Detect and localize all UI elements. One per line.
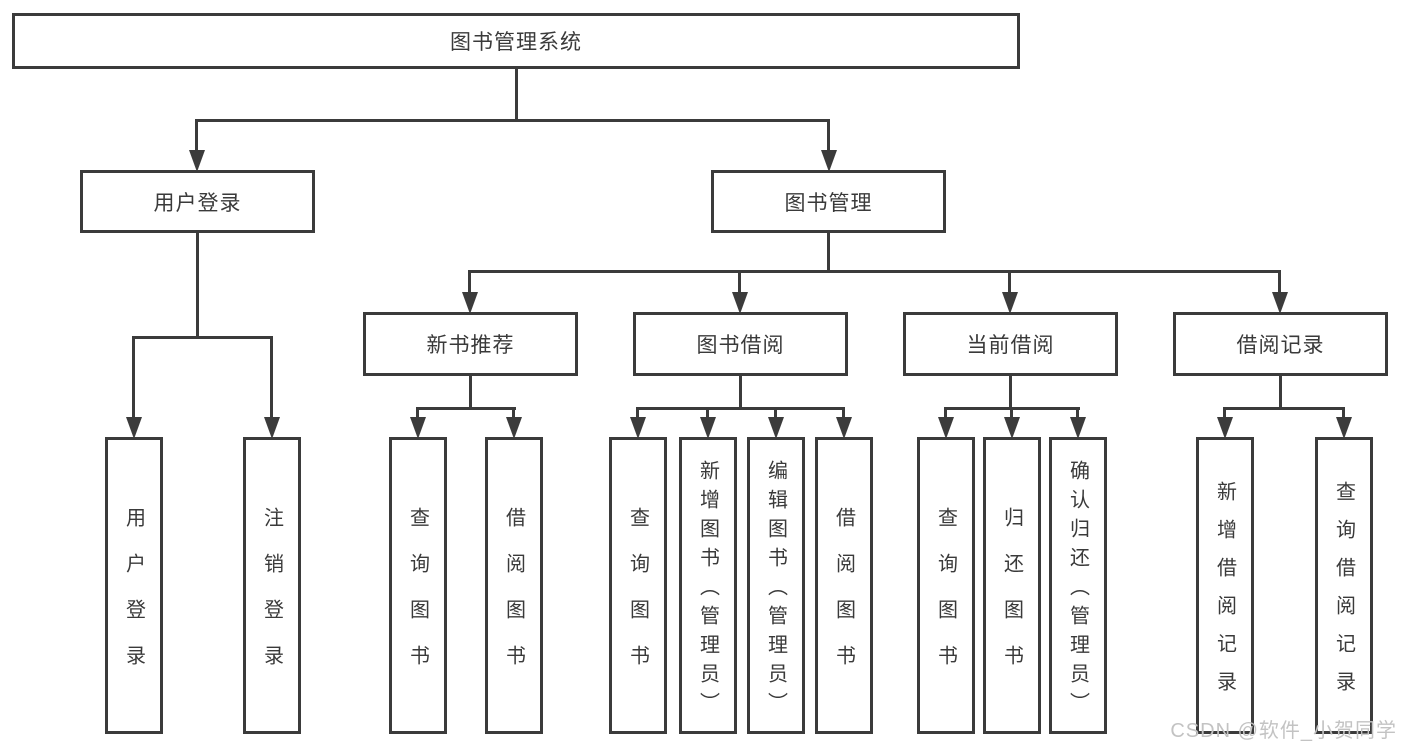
arrow-head-leaf-user-login	[126, 417, 142, 439]
connector-records-horizontal	[1223, 407, 1345, 410]
leaf-borrow-query-books: 查询图书	[609, 437, 667, 734]
arrow-head-current	[1002, 292, 1018, 314]
connector-login-horizontal	[132, 336, 273, 339]
arrow-head-user-login	[189, 150, 205, 172]
arrow-head-rec-borrow	[506, 417, 522, 439]
connector-arrow-stem-leaf-logout	[270, 336, 273, 419]
node-root-label: 图书管理系统	[450, 31, 582, 54]
leaf-current-confirm-return-admin: 确认归还（管理员）	[1049, 437, 1107, 734]
arrow-head-recd-query	[1336, 417, 1352, 439]
leaf-borrow-borrow-books-label: 借阅图书	[832, 506, 855, 691]
connector-arrow-stem-recd-add	[1223, 407, 1226, 419]
leaf-borrow-edit-books-admin: 编辑图书（管理员）	[747, 437, 805, 734]
connector-arrow-stem-borrow	[738, 270, 741, 294]
leaf-current-return-books-label: 归还图书	[1000, 506, 1023, 691]
arrow-head-recommend	[462, 292, 478, 314]
arrow-head-bor-query	[630, 417, 646, 439]
leaf-current-query-books-label: 查询图书	[934, 506, 957, 691]
leaf-records-query-record-label: 查询借阅记录	[1332, 480, 1355, 709]
connector-arrow-stem-rec-query	[416, 407, 419, 419]
arrow-head-records	[1272, 292, 1288, 314]
leaf-logout: 注销登录	[243, 437, 301, 734]
node-current-borrow: 当前借阅	[903, 312, 1118, 376]
node-book-borrow: 图书借阅	[633, 312, 848, 376]
node-borrow-records: 借阅记录	[1173, 312, 1388, 376]
arrow-head-recd-add	[1217, 417, 1233, 439]
leaf-user-login-label: 用户登录	[122, 506, 145, 691]
node-book-management: 图书管理	[711, 170, 946, 233]
connector-mgmt-stem	[827, 233, 830, 272]
connector-arrow-stem-current	[1008, 270, 1011, 294]
node-user-login-label: 用户登录	[153, 191, 242, 215]
leaf-records-add-record-label: 新增借阅记录	[1213, 480, 1236, 709]
leaf-borrow-query-books-label: 查询图书	[626, 506, 649, 691]
leaf-recommend-query-books-label: 查询图书	[406, 506, 429, 691]
csdn-watermark: CSDN @软件_小贺同学	[1170, 720, 1397, 742]
connector-mgmt-horizontal	[468, 270, 1281, 273]
leaf-logout-label: 注销登录	[260, 506, 283, 691]
node-user-login: 用户登录	[80, 170, 315, 233]
connector-root-horizontal	[196, 119, 830, 122]
connector-borrow-horizontal	[636, 407, 845, 410]
connector-arrow-stem-book-management	[827, 119, 830, 152]
leaf-recommend-query-books: 查询图书	[389, 437, 447, 734]
leaf-borrow-add-books-admin-label: 新增图书（管理员）	[696, 459, 719, 721]
leaf-records-query-record: 查询借阅记录	[1315, 437, 1373, 734]
connector-arrow-stem-bor-query	[636, 407, 639, 419]
connector-records-stem	[1279, 376, 1282, 409]
leaf-current-confirm-return-admin-label: 确认归还（管理员）	[1066, 459, 1089, 721]
leaf-borrow-add-books-admin: 新增图书（管理员）	[679, 437, 737, 734]
arrow-head-bor-borrow	[836, 417, 852, 439]
connector-root-stem	[515, 69, 518, 121]
node-borrow-records-label: 借阅记录	[1236, 334, 1325, 357]
leaf-borrow-borrow-books: 借阅图书	[815, 437, 873, 734]
arrow-head-cur-return	[1004, 417, 1020, 439]
connector-borrow-stem	[739, 376, 742, 409]
arrow-head-cur-confirm	[1070, 417, 1086, 439]
node-root: 图书管理系统	[12, 13, 1020, 69]
connector-arrow-stem-rec-borrow	[512, 407, 515, 419]
arrow-head-book-management	[821, 150, 837, 172]
arrow-head-leaf-logout	[264, 417, 280, 439]
leaf-user-login: 用户登录	[105, 437, 163, 734]
connector-arrow-stem-recommend	[468, 270, 471, 294]
leaf-borrow-edit-books-admin-label: 编辑图书（管理员）	[764, 459, 787, 721]
node-new-book-recommend-label: 新书推荐	[426, 334, 515, 357]
connector-arrow-stem-bor-edit	[774, 407, 777, 419]
connector-current-stem	[1009, 376, 1012, 409]
leaf-records-add-record: 新增借阅记录	[1196, 437, 1254, 734]
connector-recommend-horizontal	[416, 407, 516, 410]
arrow-head-bor-add	[700, 417, 716, 439]
connector-arrow-stem-recd-query	[1342, 407, 1345, 419]
connector-arrow-stem-cur-query	[944, 407, 947, 419]
leaf-recommend-borrow-books-label: 借阅图书	[502, 506, 525, 691]
node-new-book-recommend: 新书推荐	[363, 312, 578, 376]
connector-arrow-stem-bor-add	[706, 407, 709, 419]
connector-login-stem	[196, 233, 199, 339]
leaf-recommend-borrow-books: 借阅图书	[485, 437, 543, 734]
arrow-head-bor-edit	[768, 417, 784, 439]
connector-arrow-stem-bor-borrow	[842, 407, 845, 419]
connector-arrow-stem-cur-confirm	[1076, 407, 1079, 419]
connector-arrow-stem-cur-return	[1010, 407, 1013, 419]
connector-arrow-stem-records	[1278, 270, 1281, 294]
node-current-borrow-label: 当前借阅	[966, 334, 1055, 357]
connector-arrow-stem-user-login	[195, 119, 198, 152]
arrow-head-rec-query	[410, 417, 426, 439]
arrow-head-cur-query	[938, 417, 954, 439]
connector-recommend-stem	[469, 376, 472, 409]
arrow-head-borrow	[732, 292, 748, 314]
node-book-management-label: 图书管理	[784, 191, 873, 215]
connector-arrow-stem-leaf-user-login	[132, 336, 135, 419]
node-book-borrow-label: 图书借阅	[696, 334, 785, 357]
leaf-current-query-books: 查询图书	[917, 437, 975, 734]
leaf-current-return-books: 归还图书	[983, 437, 1041, 734]
